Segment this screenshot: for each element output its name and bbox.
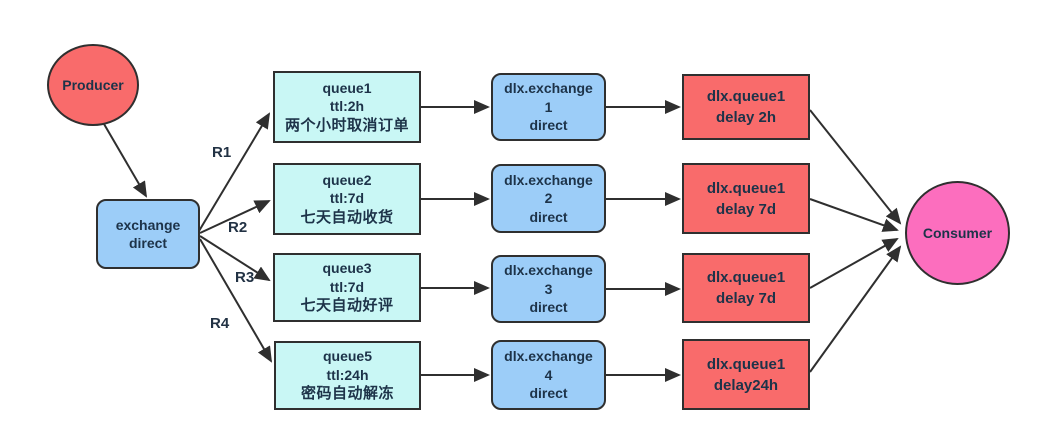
dlx-queue-delay: delay 7d bbox=[715, 290, 777, 307]
dlx-exchange-type: direct bbox=[529, 385, 568, 402]
queue-desc: 七天自动收货 bbox=[300, 208, 394, 226]
node-dlx-queue-row4: dlx.queue1 delay24h bbox=[682, 339, 810, 410]
exchange-type: direct bbox=[128, 235, 168, 251]
dlx-exchange-number: 3 bbox=[544, 280, 553, 297]
consumer-label: Consumer bbox=[922, 224, 993, 241]
queue-title: queue2 bbox=[322, 171, 372, 188]
dlx-exchange-name: dlx.exchange bbox=[504, 171, 593, 188]
dlx-queue-name: dlx.queue1 bbox=[706, 88, 786, 105]
edge-dlxqueue3-consumer bbox=[809, 238, 899, 289]
queue-ttl: ttl:24h bbox=[326, 366, 369, 383]
edge-label-r4: R4 bbox=[210, 315, 230, 332]
dlx-queue-name: dlx.queue1 bbox=[706, 355, 786, 373]
edge-exchange-queue3 bbox=[199, 235, 271, 282]
dlx-exchange-name: dlx.exchange bbox=[504, 262, 593, 279]
queue-title: queue5 bbox=[322, 348, 372, 365]
producer-label: Producer bbox=[62, 76, 124, 93]
queue-desc: 七天自动好评 bbox=[300, 297, 394, 315]
dlx-exchange-name: dlx.exchange bbox=[504, 348, 593, 365]
queue-ttl: ttl:7d bbox=[329, 278, 365, 295]
node-dlx-queue-row1: dlx.queue1 delay 2h bbox=[682, 74, 810, 140]
edge-dlxqueue1-consumer bbox=[809, 109, 902, 225]
dlx-queue-delay: delay 2h bbox=[715, 109, 777, 126]
dlx-exchange-number: 1 bbox=[544, 98, 553, 115]
edge-label-r1: R1 bbox=[212, 144, 232, 161]
node-dlx-exchange-3: dlx.exchange 3 direct bbox=[491, 255, 606, 323]
dlx-exchange-name: dlx.exchange bbox=[504, 80, 593, 97]
dlx-exchange-number: 4 bbox=[544, 366, 553, 383]
dlx-queue-name: dlx.queue1 bbox=[706, 269, 786, 286]
node-consumer: Consumer bbox=[905, 181, 1010, 285]
queue-ttl: ttl:2h bbox=[329, 98, 365, 115]
queue-desc: 密码自动解冻 bbox=[300, 385, 394, 403]
edge-label-r3: R3 bbox=[235, 269, 255, 286]
edge-dlxqueue4-consumer bbox=[809, 245, 902, 373]
edge-exchange-queue5 bbox=[199, 238, 273, 363]
edge-exchange-queue1 bbox=[198, 112, 271, 232]
dlx-queue-name: dlx.queue1 bbox=[706, 179, 786, 197]
node-dlx-exchange-1: dlx.exchange 1 direct bbox=[491, 73, 606, 141]
node-dlx-exchange-4: dlx.exchange 4 direct bbox=[491, 340, 606, 410]
dlx-exchange-type: direct bbox=[529, 117, 568, 134]
edge-label-r2: R2 bbox=[228, 219, 248, 236]
node-queue1: queue1 ttl:2h 两个小时取消订单 bbox=[273, 71, 421, 143]
node-dlx-queue-row2: dlx.queue1 delay 7d bbox=[682, 163, 810, 234]
dlx-queue-delay: delay 7d bbox=[715, 200, 777, 218]
node-queue3: queue3 ttl:7d 七天自动好评 bbox=[273, 253, 421, 322]
queue-ttl: ttl:7d bbox=[329, 190, 365, 207]
node-dlx-exchange-2: dlx.exchange 2 direct bbox=[491, 164, 606, 233]
dlx-queue-delay: delay24h bbox=[713, 376, 779, 394]
queue-title: queue3 bbox=[322, 260, 372, 277]
exchange-name: exchange bbox=[115, 216, 181, 233]
node-queue5: queue5 ttl:24h 密码自动解冻 bbox=[274, 341, 421, 410]
dlx-exchange-number: 2 bbox=[544, 190, 553, 207]
node-producer: Producer bbox=[47, 44, 139, 126]
edge-dlxqueue2-consumer bbox=[809, 198, 899, 232]
queue-desc: 两个小时取消订单 bbox=[284, 116, 409, 134]
node-exchange-direct: exchange direct bbox=[96, 199, 200, 269]
dlx-exchange-type: direct bbox=[529, 299, 568, 316]
node-dlx-queue-row3: dlx.queue1 delay 7d bbox=[682, 253, 810, 323]
edge-producer-exchange bbox=[103, 123, 148, 198]
node-queue2: queue2 ttl:7d 七天自动收货 bbox=[273, 163, 421, 235]
edge-exchange-queue2 bbox=[199, 200, 271, 234]
queue-title: queue1 bbox=[322, 79, 372, 96]
dlx-exchange-type: direct bbox=[529, 208, 568, 225]
